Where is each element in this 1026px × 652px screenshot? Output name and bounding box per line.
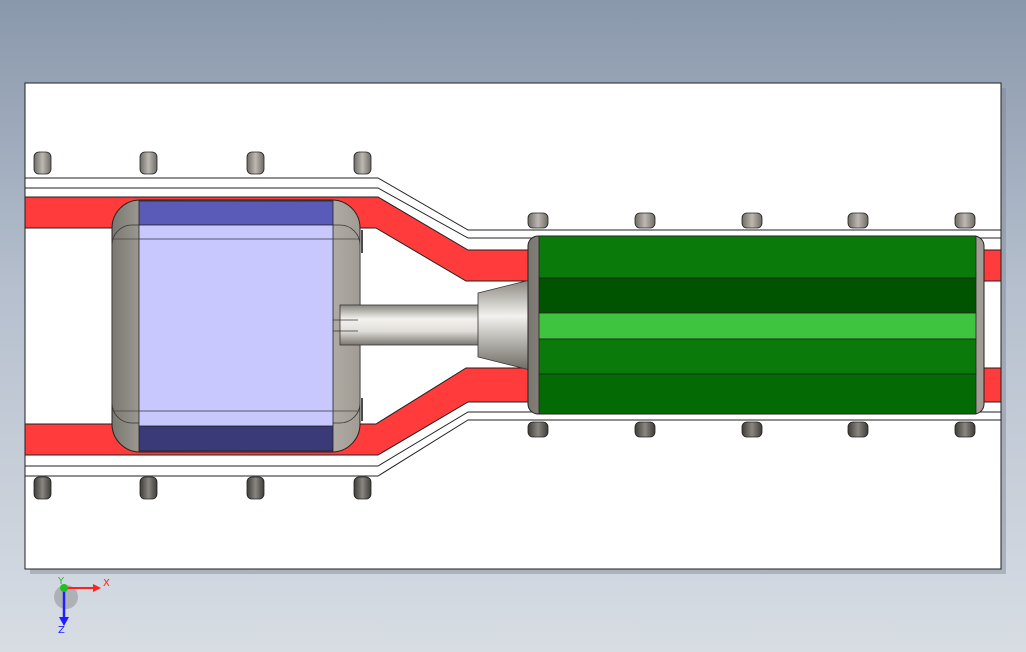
triad-z-label: Z: [58, 625, 65, 636]
triad-z-arrow: [59, 617, 69, 626]
triad-shadow: [54, 585, 78, 609]
triad-y-label: Y: [57, 576, 65, 587]
triad-x-label: X: [103, 578, 110, 589]
bolts-top-right[interactable]: [527, 212, 976, 229]
bolts-bottom-left[interactable]: [33, 476, 372, 500]
cone-coupling[interactable]: [477, 279, 531, 371]
triad-y-axis: [60, 584, 68, 592]
triad-x-arrow: [93, 584, 101, 592]
bolts-bottom-right[interactable]: [527, 421, 976, 438]
green-roller[interactable]: [527, 235, 985, 415]
chamber-window: [138, 224, 334, 427]
drive-shaft[interactable]: [339, 304, 481, 346]
chamber-assembly[interactable]: [111, 199, 361, 453]
chamber-band-bottom: [138, 425, 334, 452]
chamber-band-top: [138, 200, 334, 226]
reference-triad[interactable]: X Y Z: [54, 576, 110, 636]
inner-plate-left: [26, 229, 116, 423]
bolts-top-left[interactable]: [33, 151, 372, 175]
